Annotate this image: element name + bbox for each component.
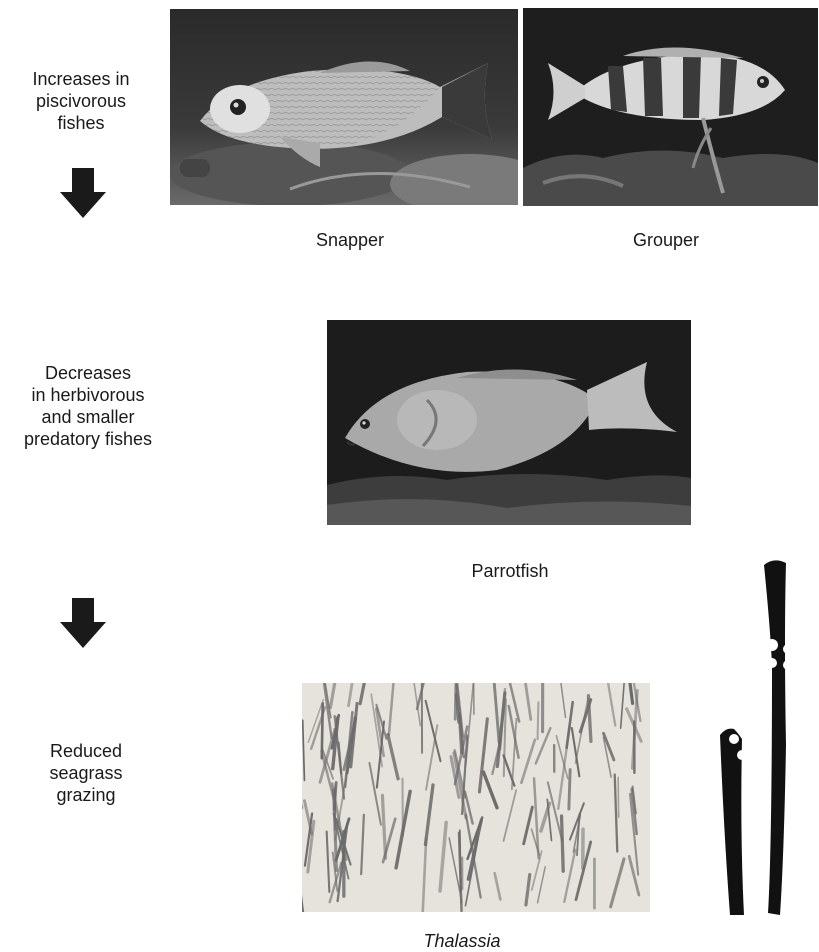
step-label-line: predatory fishes (0, 428, 176, 450)
down-arrow-icon (58, 168, 108, 220)
step-label-herbivores: Decreases in herbivorous and smaller pre… (0, 362, 176, 450)
snapper-photo (170, 9, 518, 205)
thalassia-photo (302, 683, 650, 912)
step-label-line: fishes (12, 112, 150, 134)
step-label-line: seagrass (22, 762, 150, 784)
step-label-line: and smaller (0, 406, 176, 428)
step-label-line: Reduced (22, 740, 150, 762)
step-label-line: Decreases (0, 362, 176, 384)
step-label-line: Increases in (12, 68, 150, 90)
step-label-piscivores: Increases in piscivorous fishes (12, 68, 150, 134)
step-label-grazing: Reduced seagrass grazing (22, 740, 150, 806)
step-label-line: grazing (22, 784, 150, 806)
step-label-line: in herbivorous (0, 384, 176, 406)
thalassia-caption: Thalassia (400, 931, 524, 952)
snapper-caption: Snapper (290, 230, 410, 251)
parrotfish-caption: Parrotfish (440, 561, 580, 582)
grouper-photo (523, 8, 818, 206)
step-label-line: piscivorous (12, 90, 150, 112)
down-arrow-icon (58, 598, 108, 650)
parrotfish-photo (327, 320, 691, 525)
grazed-seagrass-blades-icon (712, 555, 819, 925)
grouper-caption: Grouper (606, 230, 726, 251)
